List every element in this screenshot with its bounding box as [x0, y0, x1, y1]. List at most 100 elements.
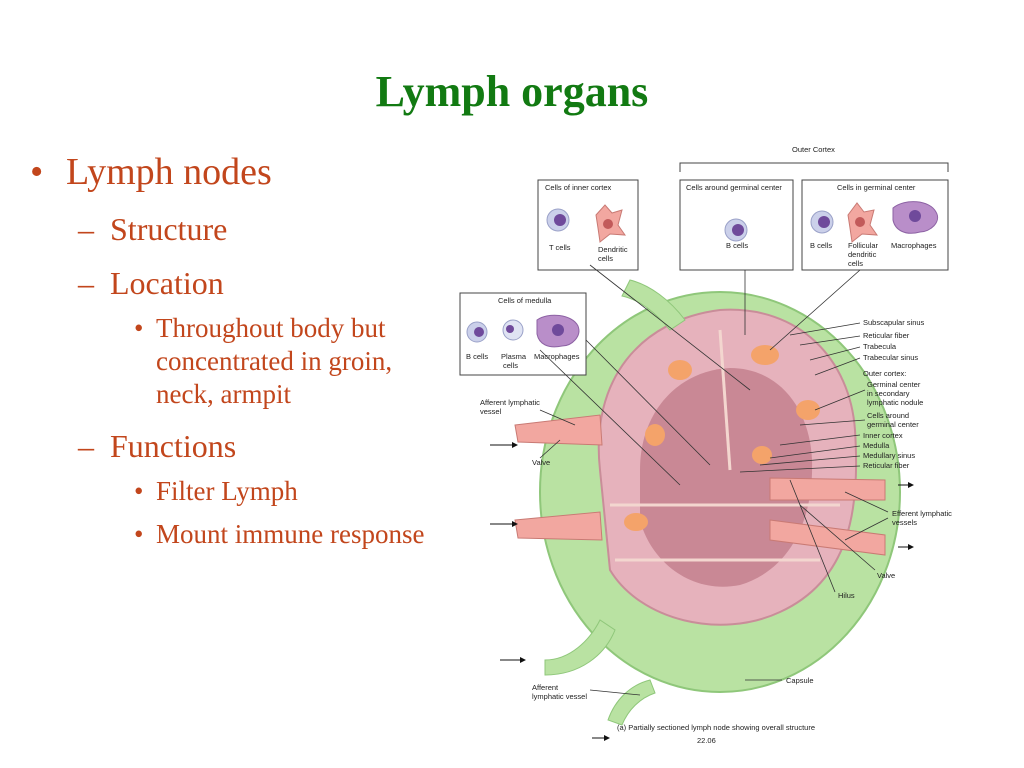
- label-reticular-fiber-2: Reticular fiber: [863, 461, 910, 470]
- afferent-vessel-bottom: [607, 679, 656, 726]
- label-efferent: vessels: [892, 518, 917, 527]
- label-trabecula: Trabecula: [863, 342, 897, 351]
- subbullet-text: Structure: [110, 211, 228, 247]
- label-dendritic: Dendritic: [598, 245, 628, 254]
- nucleus-icon: [855, 217, 865, 227]
- arrowhead: [908, 482, 914, 488]
- inset-title: Cells of medulla: [498, 296, 552, 305]
- slide-title: Lymph organs: [375, 67, 649, 116]
- germinal-center: [668, 360, 692, 380]
- inset-title: Cells of inner cortex: [545, 183, 612, 192]
- label-afferent: vessel: [480, 407, 502, 416]
- label-outer-cortex: Outer Cortex: [792, 145, 835, 154]
- inset-germinal-center: Cells in germinal center B cells Follicu…: [801, 179, 949, 271]
- inset-title: Cells around germinal center: [686, 183, 782, 192]
- nucleus-icon: [909, 210, 921, 222]
- afferent-vessel-top: [621, 279, 686, 331]
- leader-line: [739, 465, 861, 473]
- label-medulla: Medulla: [863, 441, 890, 450]
- label-germinal-center: in secondary: [867, 389, 910, 398]
- label-capsule: Capsule: [786, 676, 814, 685]
- flow-arrows: [490, 444, 908, 739]
- nucleus-icon: [818, 216, 830, 228]
- label-medullary-sinus: Medullary sinus: [863, 451, 915, 460]
- leader-line: [844, 491, 889, 513]
- label-cells-around: Cells around: [867, 411, 909, 420]
- subbullet-structure: –Structure: [30, 210, 450, 248]
- leader-line: [799, 335, 861, 346]
- bullet-lymph-nodes: • Lymph nodes: [30, 150, 450, 194]
- dash-marker: –: [78, 211, 94, 247]
- leader-line: [809, 346, 861, 361]
- leader-line: [769, 269, 861, 351]
- label-plasma: Plasma: [501, 352, 527, 361]
- label-macrophages: Macrophages: [891, 241, 937, 250]
- inset-medulla: Cells of medulla B cells Plasma cells Ma…: [459, 292, 587, 376]
- bullet-marker: •: [134, 519, 144, 549]
- trabecula-line: [718, 329, 732, 471]
- label-plasma: cells: [503, 361, 518, 370]
- medulla-region: [640, 368, 813, 587]
- detail-location: •Throughout body but concentrated in gro…: [30, 312, 426, 411]
- leader-line: [789, 479, 836, 593]
- nucleus-icon: [474, 327, 484, 337]
- subbullet-functions: –Functions: [30, 427, 450, 465]
- efferent-vessel: [769, 519, 886, 556]
- label-macrophages: Macrophages: [534, 352, 580, 361]
- leader-line: [844, 517, 889, 541]
- germinal-center: [796, 400, 820, 420]
- label-follicular: cells: [848, 259, 863, 268]
- label-follicular: dendritic: [848, 250, 877, 259]
- nucleus-icon: [506, 325, 514, 333]
- bullet-text: Lymph nodes: [66, 151, 272, 193]
- nucleus-icon: [603, 219, 613, 229]
- label-valve: Valve: [532, 458, 550, 467]
- leader-line: [759, 455, 861, 466]
- nucleus-icon: [552, 324, 564, 336]
- label-valve-2: Valve: [877, 571, 895, 580]
- outer-cortex-bracket: [679, 162, 949, 172]
- inset-title: Cells in germinal center: [837, 183, 916, 192]
- leader-line: [539, 409, 576, 426]
- efferent-vessel: [769, 477, 886, 501]
- arrowhead: [520, 657, 526, 663]
- label-inner-cortex: Inner cortex: [863, 431, 903, 440]
- label-b-cells: B cells: [466, 352, 488, 361]
- germinal-center: [624, 513, 648, 531]
- leader-line: [539, 439, 561, 459]
- germinal-center: [752, 446, 772, 464]
- germinal-center: [751, 345, 779, 365]
- label-t-cells: T cells: [549, 243, 571, 252]
- leader-line: [789, 322, 861, 336]
- arrowhead: [908, 544, 914, 550]
- label-efferent: Efferent lymphatic: [892, 509, 952, 518]
- leader-lines: [539, 264, 889, 696]
- leader-line: [799, 419, 866, 426]
- label-afferent-bottom: lymphatic vessel: [532, 692, 587, 701]
- bullet-marker: •: [30, 151, 44, 193]
- inset-inner-cortex: Cells of inner cortex T cells Dendritic …: [537, 179, 639, 271]
- figure-caption: (a) Partially sectioned lymph node showi…: [617, 723, 815, 732]
- dash-marker: –: [78, 265, 94, 301]
- subbullet-location: –Location: [30, 264, 450, 302]
- bullet-marker: •: [134, 476, 144, 506]
- leader-line: [814, 389, 866, 411]
- lymph-node-illustration: [514, 279, 901, 726]
- leader-line: [589, 264, 751, 391]
- leader-line: [814, 357, 861, 376]
- figure-number: 22.06: [697, 736, 716, 745]
- bullet-marker: •: [134, 313, 144, 343]
- afferent-vessel: [514, 511, 603, 541]
- inset-around-germinal: Cells around germinal center B cells: [679, 179, 794, 271]
- leader-line: [799, 504, 876, 571]
- afferent-vessel-bottom: [544, 619, 616, 676]
- label-follicular: Follicular: [848, 241, 879, 250]
- afferent-vessel: [514, 414, 603, 446]
- leader-line: [769, 445, 861, 459]
- label-germinal-center: lymphatic nodule: [867, 398, 923, 407]
- label-cells-around: germinal center: [867, 420, 919, 429]
- leader-line: [589, 689, 641, 696]
- arrowhead: [512, 521, 518, 527]
- subbullet-text: Functions: [110, 428, 237, 464]
- bullet-list: • Lymph nodes –Structure –Location •Throu…: [30, 150, 450, 551]
